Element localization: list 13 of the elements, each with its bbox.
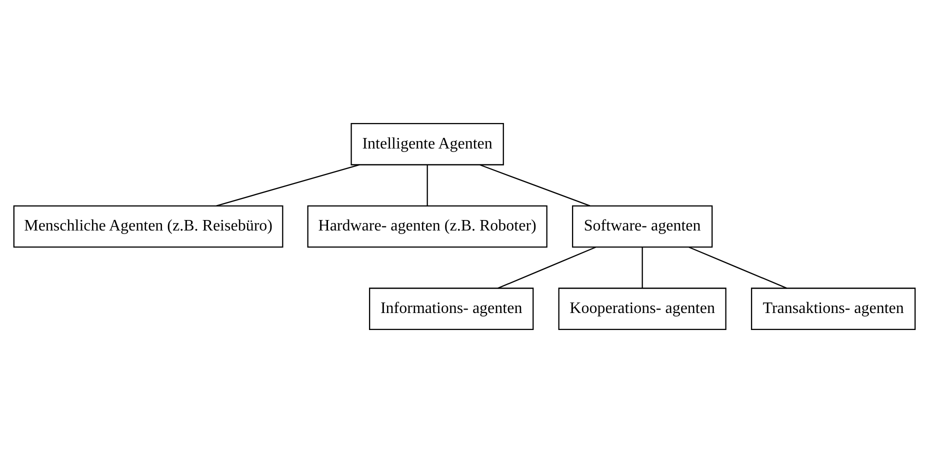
node-box: Menschliche Agenten (z.B. Reisebüro) [13, 204, 284, 248]
connector [480, 164, 590, 206]
connector [688, 246, 787, 288]
node-box: Informations- agenten [369, 287, 534, 330]
node-box: Intelligente Agenten [350, 122, 504, 165]
node-box: Transaktions- agenten [750, 287, 916, 330]
connector [498, 246, 596, 288]
connector [216, 164, 360, 206]
connector [426, 164, 428, 206]
node-box: Hardware- agenten (z.B. Roboter) [307, 204, 548, 248]
node-box: Kooperations- agenten [558, 287, 726, 330]
node-box: Software- agenten [572, 204, 713, 248]
connector [642, 246, 643, 288]
